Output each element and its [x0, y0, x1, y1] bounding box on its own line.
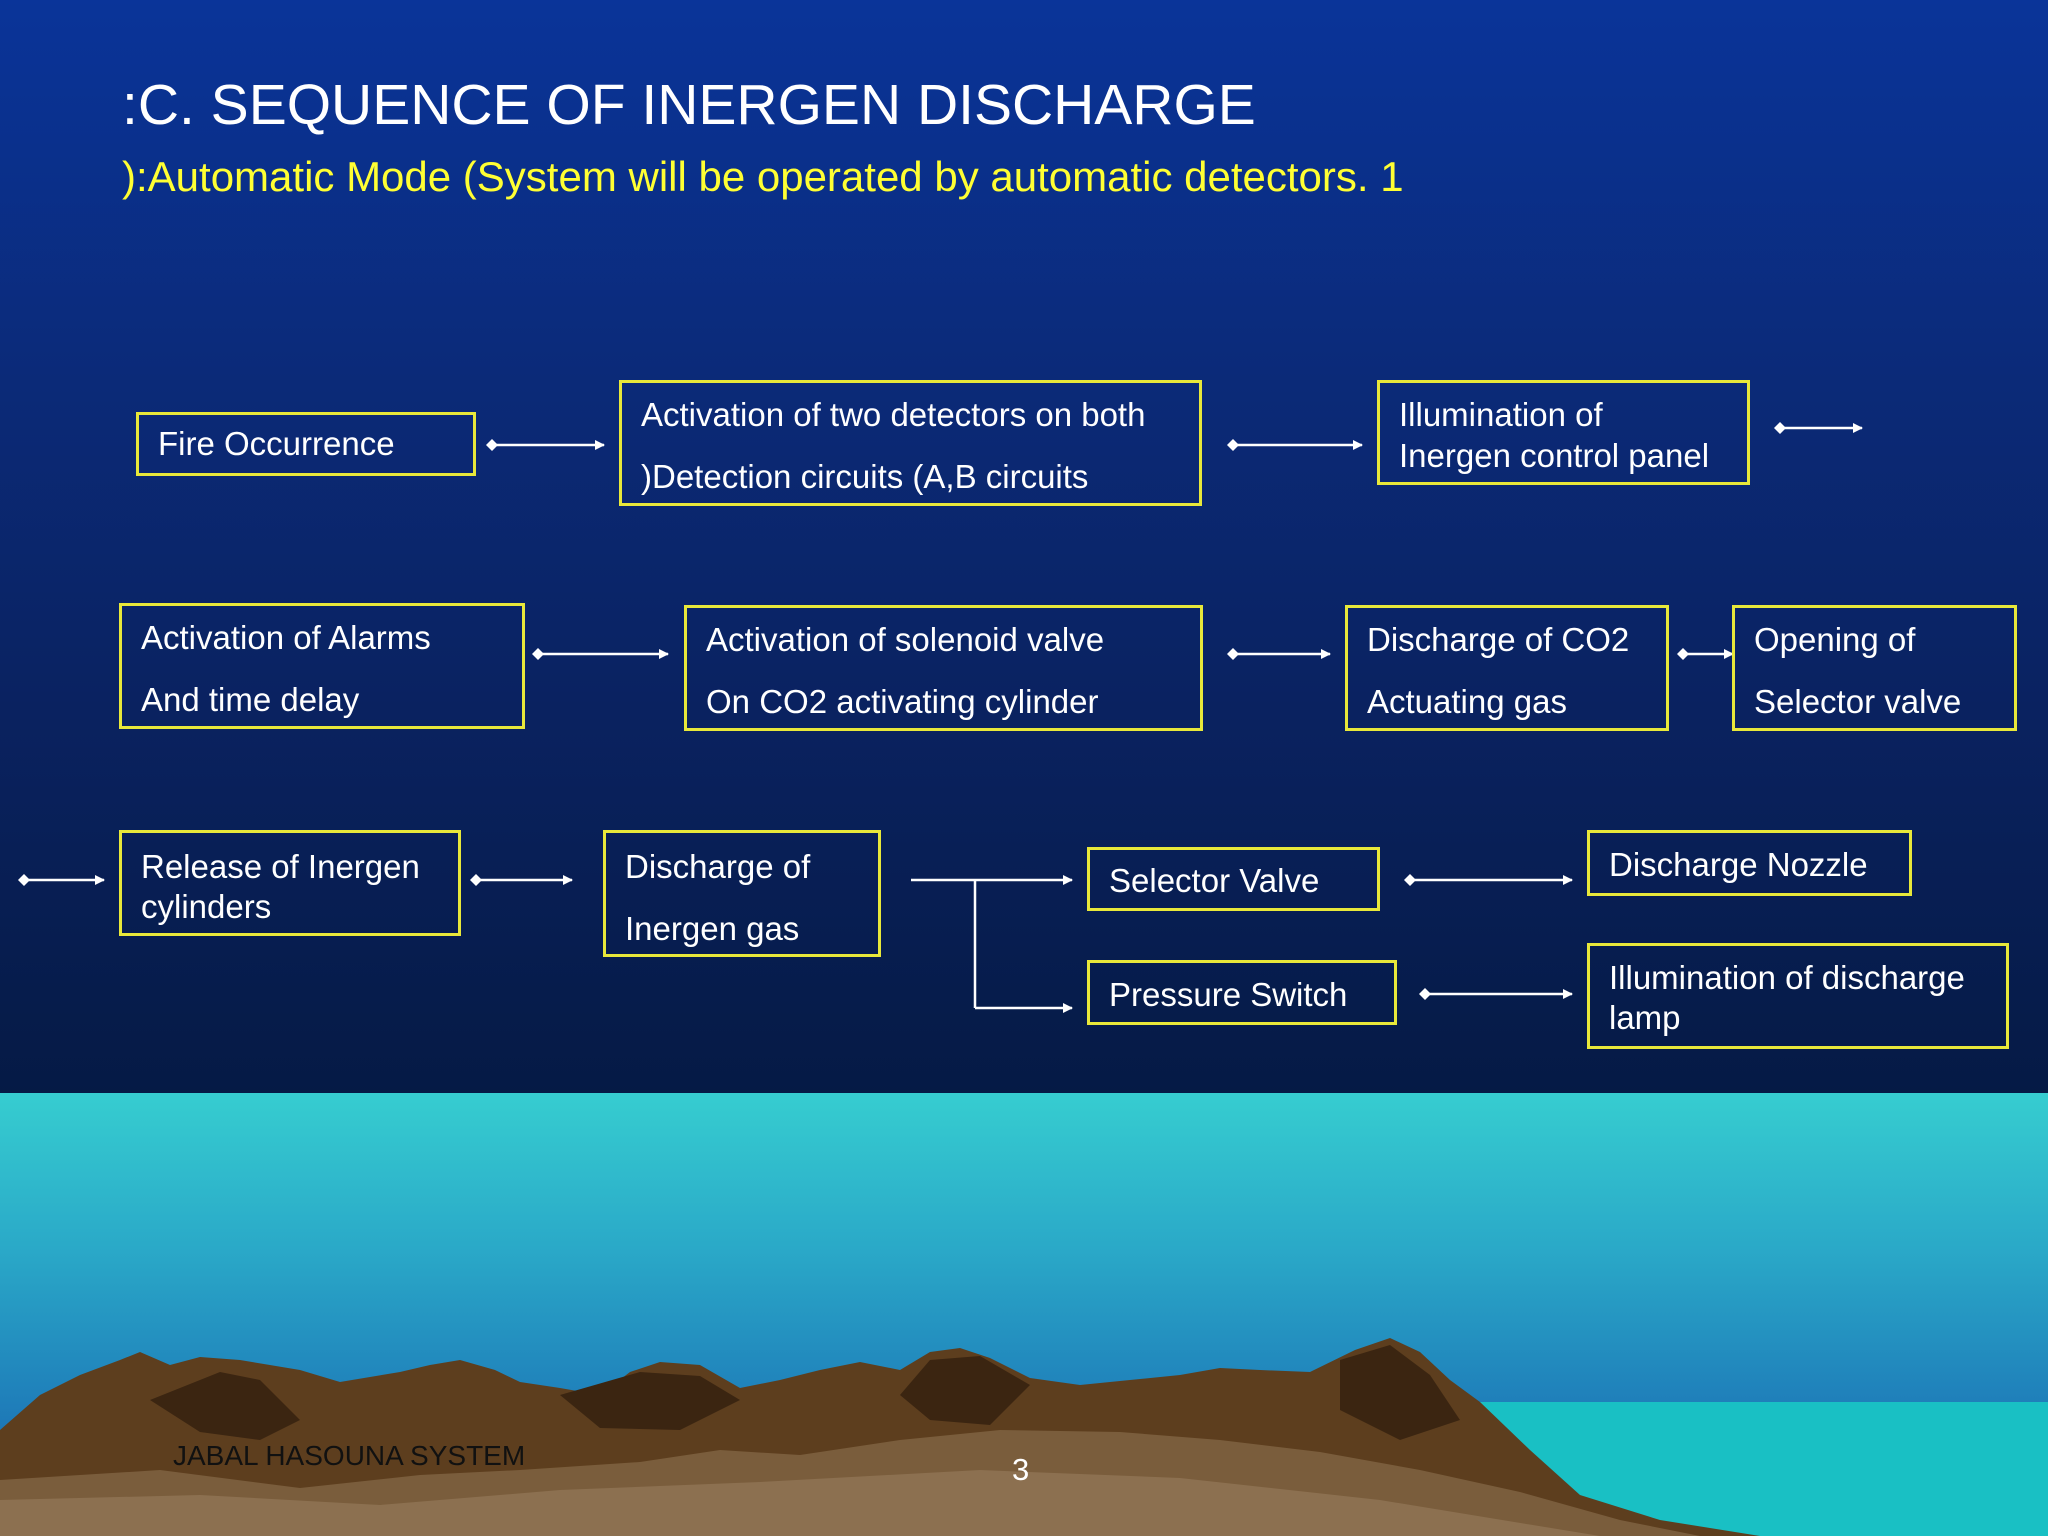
mountain-shadow	[560, 1372, 740, 1430]
box-line: Discharge Nozzle	[1609, 846, 1868, 883]
box-line: Pressure Switch	[1109, 976, 1348, 1013]
page-number: 3	[1012, 1452, 1030, 1487]
slide-subtitle: ):Automatic Mode (System will be operate…	[122, 153, 1404, 200]
activation-alarms-box: Activation of Alarms And time delay	[119, 603, 525, 729]
mountain-shadow	[1340, 1345, 1460, 1440]
mountain-shadow	[150, 1372, 300, 1440]
box-line: Selector valve	[1754, 683, 1962, 720]
box-line: On CO2 activating cylinder	[706, 683, 1099, 720]
box-line: Activation of solenoid valve	[706, 621, 1105, 658]
discharge-co2-box: Discharge of CO2 Actuating gas	[1345, 605, 1669, 731]
activation-solenoid-box: Activation of solenoid valve On CO2 acti…	[684, 605, 1203, 731]
box-line: Illumination of	[1399, 396, 1603, 433]
box-line: cylinders	[141, 888, 272, 925]
box-line: Fire Occurrence	[158, 425, 395, 462]
box-line: Illumination of discharge	[1609, 959, 1965, 996]
box-line: And time delay	[141, 681, 360, 718]
box-line: Actuating gas	[1367, 683, 1567, 720]
mountain-shadow	[900, 1356, 1030, 1425]
release-cylinders-box: Release of Inergen cylinders	[119, 830, 461, 936]
footer-text: JABAL HASOUNA SYSTEM	[173, 1440, 526, 1471]
selector-valve-box: Selector Valve	[1087, 847, 1380, 911]
box-line: Release of Inergen	[141, 848, 420, 885]
pressure-switch-box: Pressure Switch	[1087, 960, 1397, 1025]
box-line: )Detection circuits (A,B circuits	[641, 458, 1089, 495]
sky-background	[0, 0, 2048, 1093]
box-line: Activation of two detectors on both	[641, 396, 1146, 433]
activation-detectors-box: Activation of two detectors on both )Det…	[619, 380, 1202, 506]
illumination-panel-box: Illumination of Inergen control panel	[1377, 380, 1750, 485]
opening-selector-box: Opening of Selector valve	[1732, 605, 2017, 731]
discharge-inergen-box: Discharge of Inergen gas	[603, 830, 881, 957]
box-line: Inergen control panel	[1399, 437, 1710, 474]
fire-occurrence-box: Fire Occurrence	[136, 412, 476, 476]
box-line: lamp	[1609, 999, 1681, 1036]
box-line: Discharge of	[625, 848, 811, 885]
illumination-lamp-box: Illumination of discharge lamp	[1587, 943, 2009, 1049]
foothills-highlight	[0, 1470, 1600, 1536]
slide-title: :C. SEQUENCE OF INERGEN DISCHARGE	[122, 73, 1256, 137]
box-line: Inergen gas	[625, 910, 800, 947]
box-line: Discharge of CO2	[1367, 621, 1630, 658]
box-line: Opening of	[1754, 621, 1916, 658]
box-line: Activation of Alarms	[141, 619, 431, 656]
mountain-landscape-image	[0, 1338, 2048, 1536]
box-line: Selector Valve	[1109, 862, 1320, 899]
discharge-nozzle-box: Discharge Nozzle	[1587, 830, 1912, 896]
